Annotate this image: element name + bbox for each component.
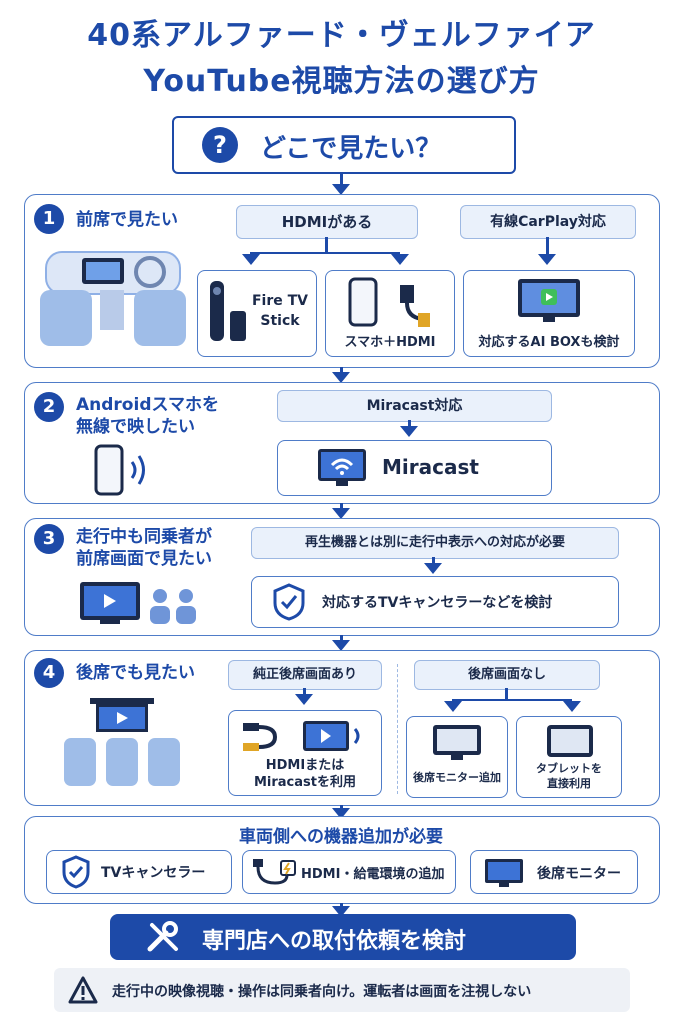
- divider: [397, 664, 398, 794]
- shield-check-icon: [273, 583, 305, 621]
- option-hdmi-or-miracast: HDMIまたは Miracastを利用: [228, 710, 382, 796]
- connector-line: [303, 688, 306, 696]
- page-title: 40系アルファード・ヴェルファイア: [87, 18, 596, 53]
- phone-wireless-icon: [94, 444, 145, 496]
- arrow-down-icon: [332, 184, 350, 195]
- arrow-down-icon: [538, 254, 556, 265]
- arrow-down-icon: [400, 426, 418, 437]
- option-rear-monitor: 後席モニター追加: [406, 716, 508, 798]
- phone-hdmi-icon: [348, 277, 430, 327]
- section-5-title: 車両側への機器追加が必要: [239, 827, 443, 847]
- pill-wired-carplay: 有線CarPlay対応: [460, 205, 636, 239]
- item-rear-monitor: 後席モニター: [470, 850, 638, 894]
- arrow-down-icon: [295, 694, 313, 705]
- connector-line: [340, 503, 343, 511]
- arrow-down-icon: [444, 701, 462, 712]
- tools-icon: [147, 921, 178, 952]
- miracast-label: Miracast: [382, 455, 479, 479]
- connector-line: [340, 367, 343, 375]
- monitor-icon: [433, 725, 481, 760]
- fire-tv-label: Fire TV Stick: [251, 293, 309, 329]
- arrow-down-icon: [391, 254, 409, 265]
- option-fire-tv-stick: Fire TV Stick: [197, 270, 317, 357]
- branch-line: [250, 252, 400, 254]
- tablet-label: タブレットを 直接利用: [536, 762, 602, 790]
- option-ai-box: 対応するAI BOXも検討: [463, 270, 635, 357]
- phone-hdmi-label: スマホ＋HDMI: [344, 335, 436, 350]
- section-2-title: Androidスマホを 無線で映したい: [76, 395, 219, 437]
- connector-line: [340, 635, 343, 643]
- section-1-number: 1: [34, 204, 64, 234]
- cta-text: 専門店への取付依頼を検討: [202, 929, 467, 954]
- cable-power-icon: [253, 859, 296, 885]
- question-text: どこで見たい？: [260, 134, 442, 164]
- section-4-number: 4: [34, 658, 64, 688]
- rear-screen-seats-icon: [64, 698, 180, 786]
- tv-canceller-label: 対応するTVキャンセラーなどを検討: [322, 595, 553, 611]
- pill-no-rear-screen: 後席画面なし: [414, 660, 600, 690]
- item-tv-canceller: TVキャンセラー: [46, 850, 232, 894]
- rear-monitor-item-label: 後席モニター: [537, 866, 621, 882]
- branch-line: [546, 237, 549, 255]
- connector-line: [340, 172, 343, 186]
- cable-tv-icon: [243, 721, 360, 751]
- connector-line: [408, 420, 411, 428]
- question-box: ? どこで見たい？: [172, 116, 516, 174]
- pill-genuine-rear-screen: 純正後席画面あり: [228, 660, 382, 690]
- branch-line: [325, 237, 328, 253]
- arrow-down-icon: [563, 701, 581, 712]
- branch-line: [452, 699, 572, 701]
- arrow-down-icon: [332, 508, 350, 519]
- warning-text: 走行中の映像視聴・操作は同乗者向け。運転者は画面を注視しない: [112, 984, 532, 1000]
- page-subtitle: YouTube視聴方法の選び方: [143, 64, 540, 99]
- option-tablet: タブレットを 直接利用: [516, 716, 622, 798]
- option-tv-canceller: 対応するTVキャンセラーなどを検討: [251, 576, 619, 628]
- carplay-screen-icon: [518, 279, 580, 322]
- tv-canceller-item-label: TVキャンセラー: [101, 865, 206, 881]
- hdmi-power-item-label: HDMI・給電環境の追加: [301, 867, 445, 882]
- section-3-number: 3: [34, 524, 64, 554]
- fire-tv-stick-icon: [210, 281, 246, 341]
- pill-driving-display-required: 再生機器とは別に走行中表示への対応が必要: [251, 527, 619, 559]
- monitor-icon: [485, 859, 523, 887]
- section-3-title: 走行中も同乗者が 前席画面で見たい: [76, 527, 212, 569]
- pill-hdmi-available: HDMIがある: [236, 205, 418, 239]
- question-icon: ?: [202, 127, 238, 163]
- car-dashboard-icon: [40, 251, 186, 346]
- item-hdmi-power: HDMI・給電環境の追加: [242, 850, 456, 894]
- option-miracast: Miracast: [277, 440, 552, 496]
- arrow-down-icon: [332, 808, 350, 819]
- shield-check-icon: [62, 855, 90, 889]
- tablet-icon: [547, 725, 593, 757]
- tv-passengers-icon: [80, 582, 196, 624]
- warning-icon: [68, 976, 98, 1004]
- arrow-down-icon: [332, 640, 350, 651]
- option-phone-hdmi: スマホ＋HDMI: [325, 270, 455, 357]
- connector-line: [432, 557, 435, 565]
- section-4-title: 後席でも見たい: [76, 663, 195, 683]
- ai-box-label: 対応するAI BOXも検討: [478, 335, 620, 350]
- hdmi-miracast-label: HDMIまたは Miracastを利用: [253, 758, 356, 790]
- section-1-title: 前席で見たい: [76, 210, 178, 230]
- warning-banner: 走行中の映像視聴・操作は同乗者向け。運転者は画面を注視しない: [54, 968, 630, 1012]
- arrow-down-icon: [242, 254, 260, 265]
- arrow-down-icon: [332, 372, 350, 383]
- rear-monitor-label: 後席モニター追加: [413, 771, 501, 784]
- arrow-down-icon: [332, 906, 350, 917]
- section-2-number: 2: [34, 392, 64, 422]
- cta-banner: 専門店への取付依頼を検討: [110, 914, 576, 960]
- branch-line: [505, 688, 508, 700]
- pill-miracast-supported: Miracast対応: [277, 390, 552, 422]
- arrow-down-icon: [424, 563, 442, 574]
- wifi-tv-icon: [318, 449, 366, 486]
